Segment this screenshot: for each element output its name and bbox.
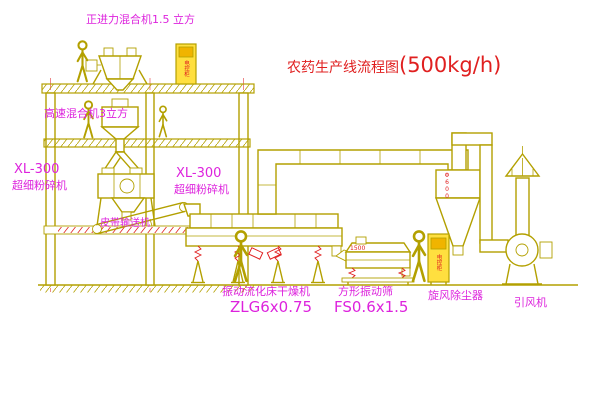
label-dryer-name: 振动流化床干燥机 — [222, 284, 310, 298]
sieve-dim-tag: 1500 — [350, 245, 365, 252]
drawing-title-capacity: (500kg/h) — [399, 53, 501, 77]
cabinet-bottom-tag: 电控柜 — [436, 253, 443, 272]
label-cone-mixer: 正进力混合机1.5 立方 — [86, 12, 195, 26]
label-crusher-left-model: XL-300 — [14, 162, 59, 177]
drawing-title: 农药生产线流程图(500kg/h) — [287, 53, 501, 77]
label-crusher-mid-name: 超细粉碎机 — [174, 182, 229, 196]
label-crusher-left-name: 超细粉碎机 — [12, 178, 67, 192]
label-crusher-mid-model: XL-300 — [176, 166, 221, 181]
belt-conveyor — [92, 201, 189, 235]
label-fan: 引风机 — [514, 295, 547, 309]
induced-draft-fan — [502, 177, 553, 285]
worker-figure — [411, 230, 427, 283]
cyclone-separator: Φ600 — [435, 132, 481, 256]
crusher — [96, 167, 156, 227]
y-chute — [102, 151, 142, 171]
ground-line — [38, 284, 578, 293]
label-sieve-model: FS0.6x1.5 — [334, 298, 408, 316]
cone-mixer — [85, 47, 148, 91]
high-speed-mixer — [100, 98, 140, 153]
exhaust-stack-cap — [504, 146, 541, 177]
roof-beam — [41, 83, 255, 94]
cyclone-to-fan-pipe — [451, 132, 509, 253]
label-dryer-model: ZLG6x0.75 — [230, 298, 312, 316]
cyclone-dim-tag: Φ600 — [444, 172, 451, 200]
label-cyclone: 旋风除尘器 — [428, 288, 483, 302]
drawing-title-name: 农药生产线流程图 — [287, 60, 399, 76]
cabinet-top-tag: 电控柜 — [183, 59, 190, 78]
vibrating-sieve: 1500 — [335, 236, 415, 285]
worker-figure — [158, 105, 168, 138]
label-belt-conveyor: 皮带输送机 — [100, 216, 150, 229]
floor-slab-1 — [43, 138, 251, 148]
control-cabinet-top: 电控柜 — [175, 43, 197, 85]
label-sieve-name: 方形振动筛 — [338, 284, 393, 298]
fluid-bed-dryer — [183, 203, 343, 284]
column-left — [45, 92, 56, 286]
label-high-speed-mixer: 高速混合机3立方 — [44, 106, 128, 120]
control-cabinet-bottom: 电控柜 — [427, 233, 450, 285]
column-right — [238, 92, 249, 286]
